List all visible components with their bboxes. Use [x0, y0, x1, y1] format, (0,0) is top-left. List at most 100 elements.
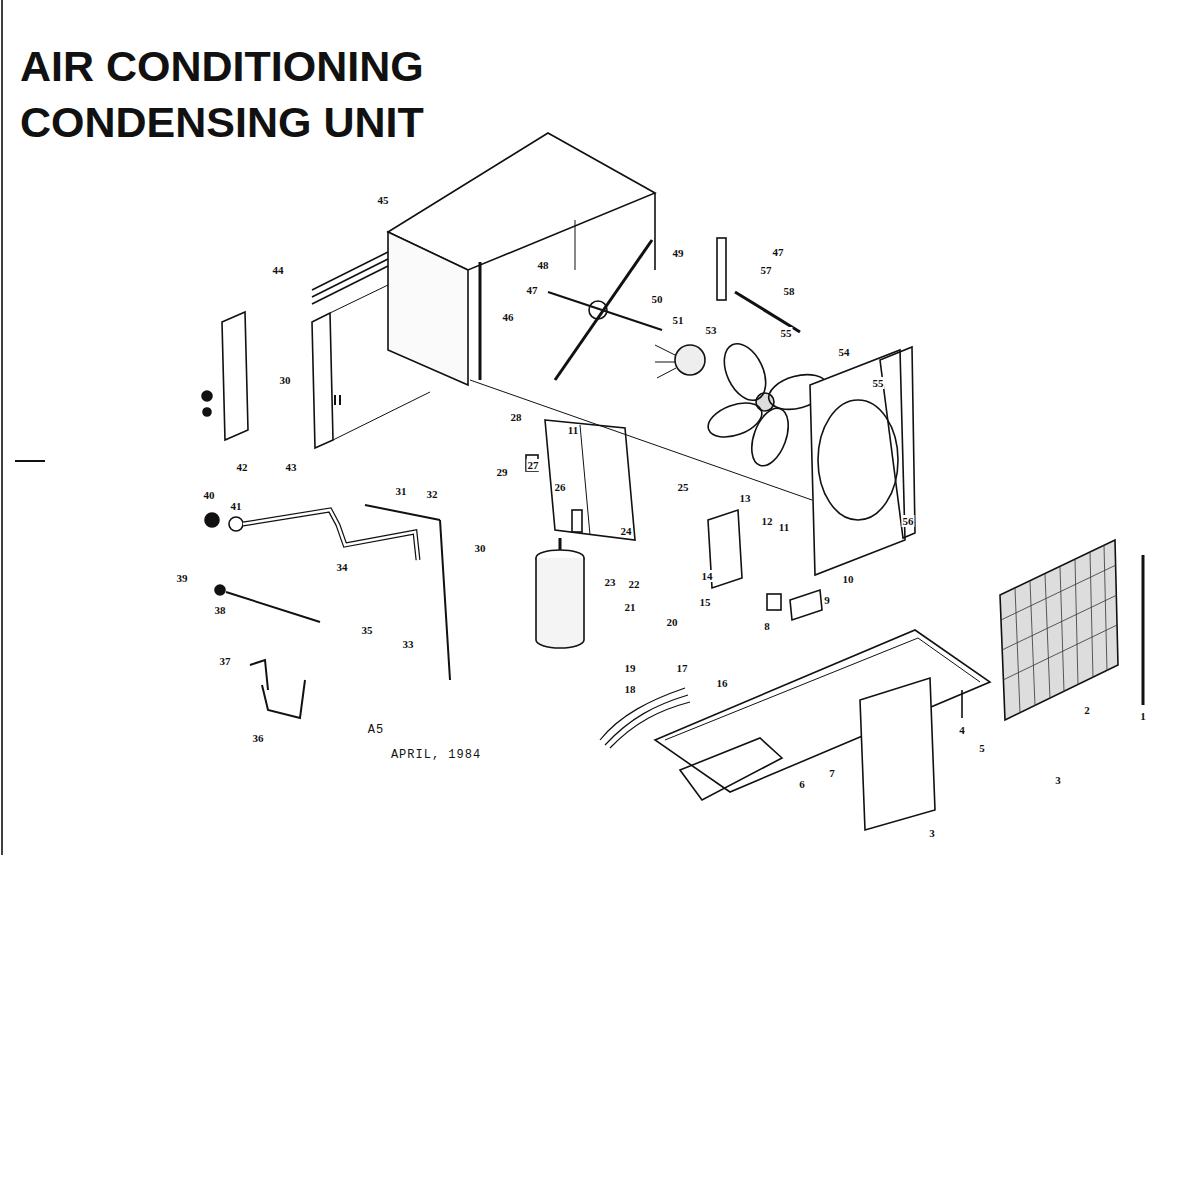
- coil-fin: [1075, 559, 1078, 685]
- callout-number: 40: [203, 489, 216, 501]
- callout-number: 56: [902, 515, 915, 527]
- fan-blade: [716, 337, 774, 407]
- fan-blade: [745, 403, 796, 470]
- callout-number: 43: [285, 461, 298, 473]
- brace-hub: [589, 301, 607, 319]
- motor-wires: [655, 345, 676, 378]
- condenser-coil: [1000, 540, 1118, 720]
- callout-number: 29: [496, 466, 509, 478]
- callout-number: 34: [336, 561, 349, 573]
- valve: [215, 585, 225, 595]
- bracket-arm: [735, 292, 800, 332]
- callout-number: 16: [716, 677, 729, 689]
- callout-number: 48: [537, 259, 550, 271]
- callout-number: 41: [230, 500, 243, 512]
- coil-fin: [1002, 595, 1117, 650]
- line-tube: [365, 505, 440, 520]
- callout-number: 53: [705, 324, 718, 336]
- callout-number: 1: [1139, 710, 1147, 722]
- wire-harness: [600, 688, 690, 748]
- callout-number: 3: [1054, 774, 1062, 786]
- fan-opening: [818, 400, 898, 520]
- callout-number: 42: [236, 461, 249, 473]
- coil-fin: [1104, 545, 1107, 671]
- callout-number: 57: [760, 264, 773, 276]
- callout-number: 24: [620, 525, 633, 537]
- panel-edge: [333, 392, 430, 440]
- callout-number: 14: [701, 570, 714, 582]
- callout-number: 25: [677, 481, 690, 493]
- base-pan: [655, 630, 990, 792]
- callout-number: 33: [402, 638, 415, 650]
- liquid-tube: [440, 520, 450, 680]
- cabinet-flange: [479, 262, 482, 380]
- callout-number: 55: [872, 377, 885, 389]
- callout-number: 11: [567, 424, 579, 436]
- bracket: [222, 312, 248, 440]
- service-panel: [860, 678, 935, 830]
- cabinet-inner-edge: [575, 220, 576, 270]
- diagram-title: AIR CONDITIONING CONDENSING UNIT: [20, 38, 560, 150]
- callout-number: 54: [838, 346, 851, 358]
- coil-fin: [1060, 567, 1064, 692]
- screw: [961, 690, 963, 718]
- base-lip: [665, 638, 980, 740]
- callout-number: 47: [526, 284, 539, 296]
- callout-number: 38: [214, 604, 227, 616]
- fan-hub: [756, 393, 774, 411]
- louver: [334, 395, 336, 405]
- rail: [312, 266, 388, 304]
- callout-number: 3: [928, 827, 936, 839]
- cover-plate: [790, 590, 822, 620]
- divider-panel: [545, 420, 635, 540]
- base-rail: [680, 738, 782, 800]
- callout-number: 17: [676, 662, 689, 674]
- service-valve: [205, 513, 219, 527]
- suction-tube: [243, 510, 418, 560]
- orifice-panel: [810, 350, 905, 575]
- louver: [339, 395, 341, 405]
- callout-number: 20: [666, 616, 679, 628]
- cabinet-top: [388, 133, 655, 270]
- fan-blade: [704, 396, 767, 443]
- coil-bar: [1142, 555, 1145, 705]
- callout-number: 6: [798, 778, 806, 790]
- callout-number: 23: [604, 576, 617, 588]
- screw: [202, 391, 212, 401]
- compressor-body: [536, 558, 584, 648]
- callout-number: 15: [699, 596, 712, 608]
- page-tick: [15, 460, 45, 462]
- rail: [312, 259, 388, 297]
- callout-number: 13: [739, 492, 752, 504]
- callout-number: 21: [624, 601, 637, 613]
- screw: [203, 408, 211, 416]
- callout-number: 7: [828, 767, 836, 779]
- callout-number: 36: [252, 732, 265, 744]
- callout-number: 26: [554, 481, 567, 493]
- cabinet-edge: [654, 193, 656, 270]
- callout-number: 2: [1083, 704, 1091, 716]
- brace: [548, 292, 662, 330]
- motor-bracket: [717, 238, 726, 300]
- relay: [572, 510, 582, 532]
- coil-fin: [1045, 574, 1050, 699]
- panel-edge: [330, 285, 388, 313]
- coil-fin: [1030, 581, 1035, 706]
- page-border: [1, 0, 3, 855]
- callout-number: 19: [624, 662, 637, 674]
- callout-number: 22: [628, 578, 641, 590]
- callout-number: 46: [502, 311, 515, 323]
- coil-fin: [1090, 552, 1093, 678]
- callout-number: 47: [772, 246, 785, 258]
- fan-motor: [675, 345, 705, 375]
- drawing-note: A5: [367, 724, 385, 736]
- contactor: [767, 594, 781, 610]
- callout-number: 50: [651, 293, 664, 305]
- callout-number: 30: [279, 374, 292, 386]
- callout-number: 5: [978, 742, 986, 754]
- callout-number: 30: [474, 542, 487, 554]
- callout-number: 58: [783, 285, 796, 297]
- suction-tube-core: [243, 510, 418, 560]
- callout-number: 4: [958, 724, 966, 736]
